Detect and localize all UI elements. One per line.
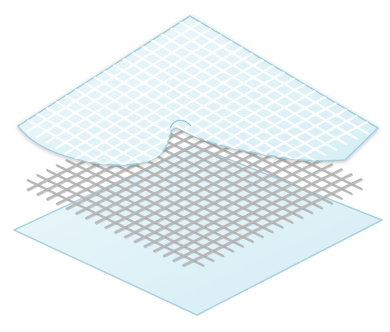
diagram-canvas [0,0,390,332]
layered-mesh-diagram [0,0,390,332]
